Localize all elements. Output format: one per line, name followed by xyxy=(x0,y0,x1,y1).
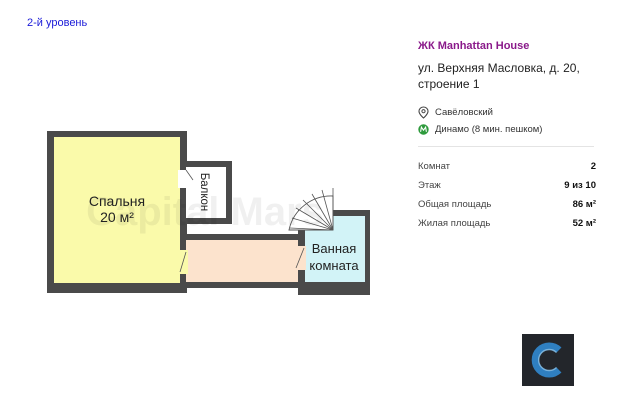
param-value: 9 из 10 xyxy=(564,180,596,191)
balcony-door-opening xyxy=(178,170,188,188)
bathroom-door-leaf xyxy=(295,247,305,269)
complex-name[interactable]: ЖК Manhattan House xyxy=(418,40,530,52)
metro-station-name: Динамо (8 мин. пешком) xyxy=(435,123,543,135)
param-row: Жилая площадь 52 м² xyxy=(418,218,596,237)
address-line-2: строение 1 xyxy=(418,77,480,91)
param-value: 52 м² xyxy=(572,218,596,229)
param-row: Общая площадь 86 м² xyxy=(418,199,596,218)
brand-logo xyxy=(522,334,574,386)
metro-item: Савёловский xyxy=(418,104,598,120)
metro-station-name: Савёловский xyxy=(435,106,493,118)
param-value: 2 xyxy=(590,161,596,172)
watermark-text: Capital Mars xyxy=(86,190,324,234)
room-bedroom xyxy=(54,137,180,283)
capital-c-logo-icon xyxy=(531,342,562,378)
bathroom-name-line1: Ванная xyxy=(312,241,357,256)
address-line-1: ул. Верхняя Масловка, д. 20, xyxy=(418,61,580,75)
room-hall xyxy=(186,240,298,282)
params-list: Комнат 2 Этаж 9 из 10 Общая площадь 86 м… xyxy=(418,161,596,237)
bathroom-name-line2: комната xyxy=(309,258,359,273)
param-label: Этаж xyxy=(418,180,441,191)
bedroom-name: Спальня xyxy=(89,193,145,209)
metro-m-icon xyxy=(418,123,429,135)
balcony-name: Балкон xyxy=(198,173,210,212)
level-label: 2-й уровень xyxy=(27,17,88,29)
balcony-door-leaf xyxy=(185,169,194,181)
param-label: Общая площадь xyxy=(418,199,492,210)
divider xyxy=(418,146,594,147)
bedroom-area: 20 м² xyxy=(100,209,134,225)
listing-panel: ЖК Manhattan House ул. Верхняя Масловка,… xyxy=(418,40,598,237)
metro-list: Савёловский Динамо (8 мин. пешком) xyxy=(418,104,598,137)
floor-plan: Capital Mars Спальня 20 м² Балкон Ванная… xyxy=(47,131,370,295)
spiral-staircase-icon xyxy=(288,188,334,231)
metro-item: Динамо (8 мин. пешком) xyxy=(418,121,598,137)
param-row: Комнат 2 xyxy=(418,161,596,180)
room-balcony xyxy=(186,167,226,218)
address: ул. Верхняя Масловка, д. 20, строение 1 xyxy=(418,60,598,92)
bathroom-door-opening xyxy=(296,246,306,270)
bedroom-door-leaf xyxy=(179,251,187,273)
param-value: 86 м² xyxy=(572,199,596,210)
param-label: Комнат xyxy=(418,161,451,172)
param-label: Жилая площадь xyxy=(418,218,491,229)
location-pin-icon xyxy=(418,105,429,119)
param-row: Этаж 9 из 10 xyxy=(418,180,596,199)
